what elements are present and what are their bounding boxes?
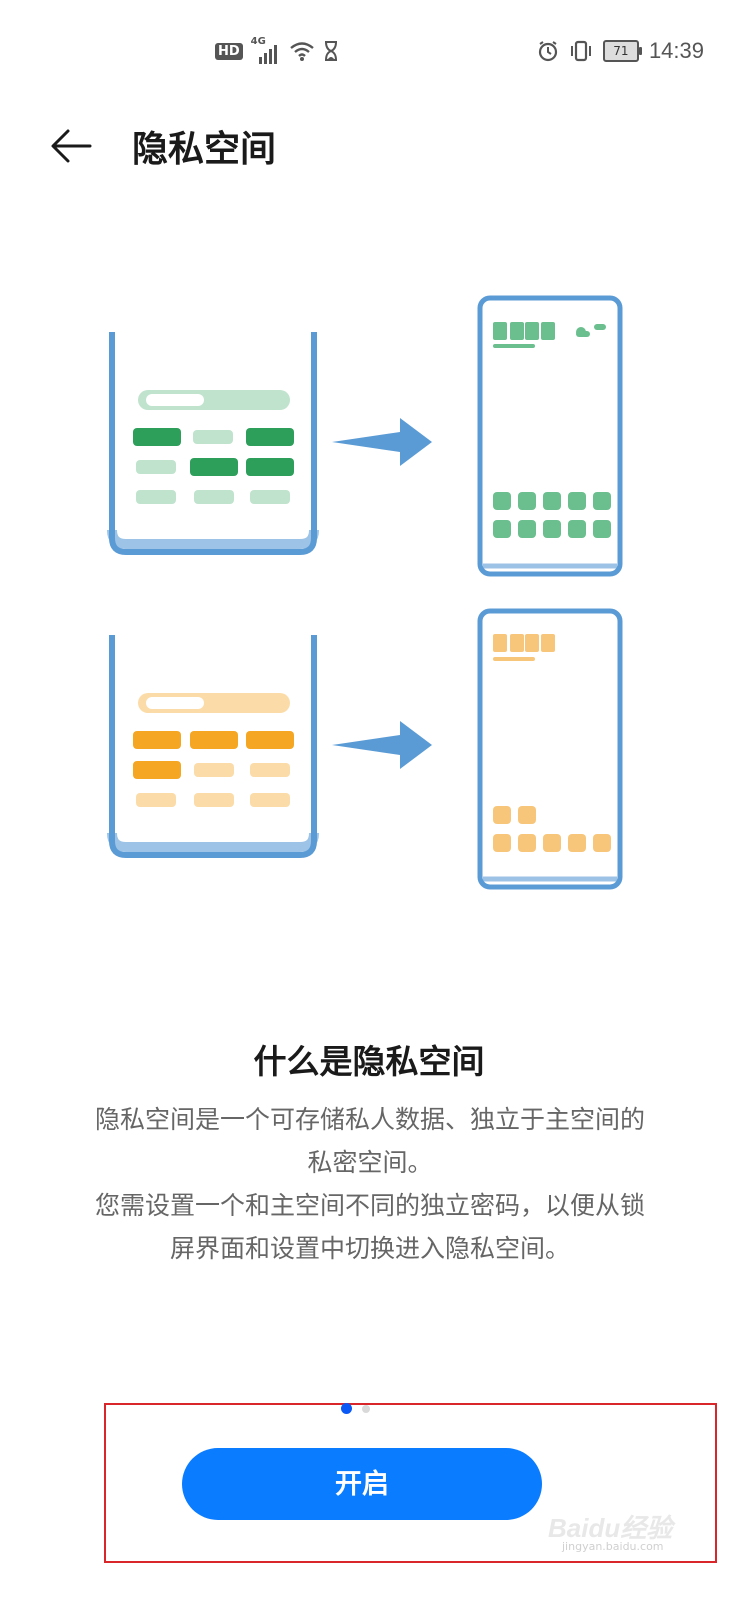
info-description: 隐私空间是一个可存储私人数据、独立于主空间的 私密空间。 您需设置一个和主空间不… xyxy=(50,1098,690,1270)
page-dot xyxy=(362,1405,370,1413)
main-space-drawer xyxy=(107,332,319,555)
private-space-phone xyxy=(477,608,623,890)
enable-button[interactable]: 开启 xyxy=(182,1448,542,1520)
watermark-url: jingyan.baidu.com xyxy=(562,1540,664,1553)
arrow-right-icon xyxy=(332,721,432,769)
info-line: 隐私空间是一个可存储私人数据、独立于主空间的 xyxy=(94,1105,645,1134)
status-left: HD 4G xyxy=(215,36,339,64)
page-title: 隐私空间 xyxy=(132,129,277,170)
signal-icon: 4G xyxy=(250,36,281,64)
info-line: 私密空间。 xyxy=(307,1148,433,1177)
info-line: 您需设置一个和主空间不同的独立密码，以便从锁 xyxy=(94,1191,645,1220)
privacy-space-illustration xyxy=(107,295,623,890)
main-space-phone xyxy=(477,295,623,577)
page-indicator xyxy=(341,1403,370,1414)
private-space-drawer xyxy=(107,635,319,858)
battery-icon: 71 xyxy=(602,40,642,62)
arrow-left-icon[interactable] xyxy=(50,128,94,164)
watermark-brand: Baidu经验 xyxy=(548,1513,673,1543)
app-header: 隐私空间 xyxy=(0,110,738,180)
network-type: 4G xyxy=(250,36,266,47)
arrow-right-icon xyxy=(332,418,432,466)
page-dot-active xyxy=(341,1403,352,1414)
highlight-box xyxy=(104,1403,717,1563)
vibrate-icon xyxy=(570,40,591,62)
alarm-icon xyxy=(538,41,558,62)
status-bar: HD 4G 71 14:39 xyxy=(0,0,738,100)
hourglass-icon xyxy=(324,41,337,61)
wifi-icon xyxy=(289,42,314,61)
info-title: 什么是隐私空间 xyxy=(253,1042,485,1081)
hd-badge: HD xyxy=(215,42,243,60)
clock: 14:39 xyxy=(648,38,704,63)
battery-level: 71 xyxy=(613,44,629,58)
info-line: 屏界面和设置中切换进入隐私空间。 xyxy=(169,1234,570,1263)
baidu-watermark: Baidu经验 jingyan.baidu.com xyxy=(548,1500,698,1560)
status-right: 71 14:39 xyxy=(537,38,704,64)
